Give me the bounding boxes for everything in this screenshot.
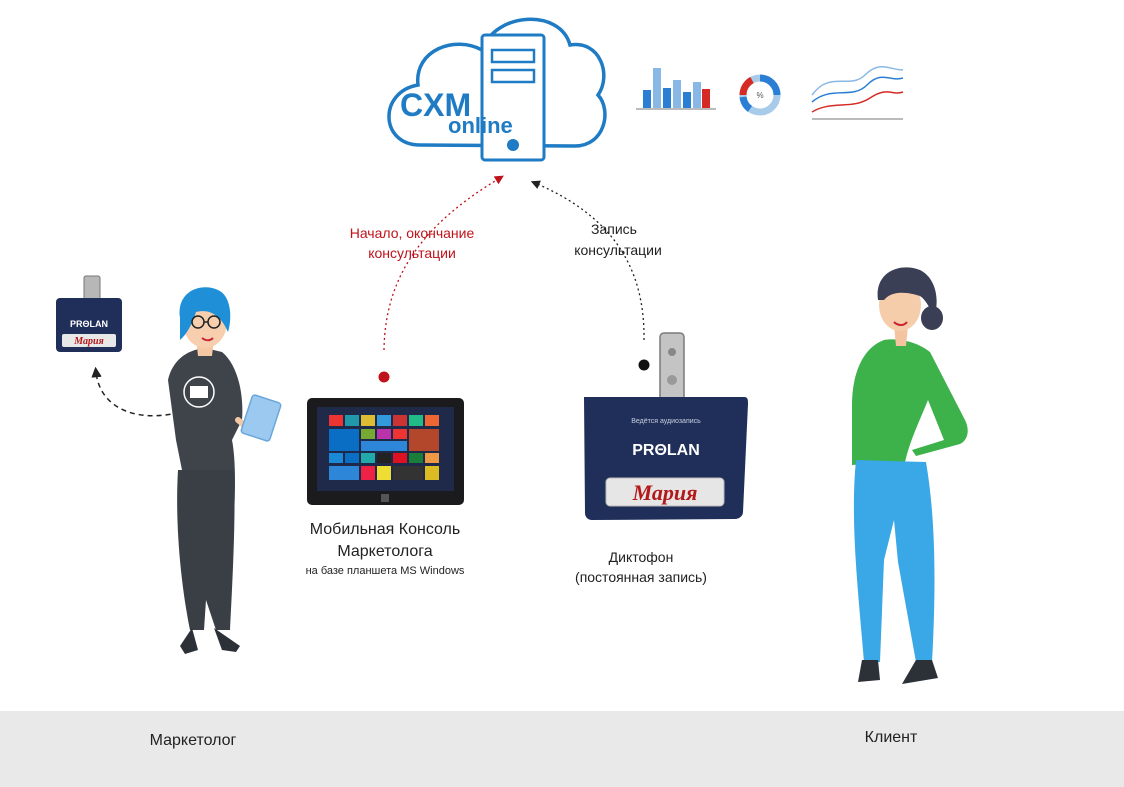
cloud-brand-main: CXM xyxy=(400,87,471,123)
recording-arrow xyxy=(530,180,650,371)
small-badge-name: Мария xyxy=(73,336,103,347)
start-end-arrow xyxy=(378,175,504,383)
donut-chart-icon: % xyxy=(739,74,781,116)
recorder-badge-name: Мария xyxy=(632,480,698,505)
recording-label-line1: Запись xyxy=(591,221,637,237)
small-badge-brand: PRΘLAN xyxy=(70,319,108,329)
server-icon xyxy=(480,33,546,162)
badge-arrow xyxy=(91,366,189,417)
windows-tablet xyxy=(307,398,464,505)
marketer-figure xyxy=(168,287,282,654)
cloud-brand-sub: online xyxy=(448,113,513,138)
svg-text:%: % xyxy=(756,91,763,100)
tablet-title-line2: Маркетолога xyxy=(337,543,432,560)
bar-chart-icon xyxy=(636,68,716,110)
marketer-label: Маркетолог xyxy=(150,732,237,749)
floor-band xyxy=(0,711,1124,787)
recorder-badge-top-text: Ведётся аудиозапись xyxy=(631,418,701,425)
tablet-title-line1: Мобильная Консоль xyxy=(310,521,460,538)
client-label: Клиент xyxy=(865,729,918,746)
recorder-label-line1: Диктофон xyxy=(609,549,674,565)
recorder-label-line2: (постоянная запись) xyxy=(575,569,707,585)
start-end-label-line2: консультации xyxy=(368,245,456,261)
small-badge: PRΘLAN Мария xyxy=(56,275,122,352)
client-figure xyxy=(852,267,968,684)
recorder-badge-brand: PRΘLAN xyxy=(632,442,700,459)
tablet-subtitle: на базе планшета MS Windows xyxy=(306,565,465,577)
line-chart-icon xyxy=(811,66,904,120)
recorder-badge: Ведётся аудиозапись PRΘLAN Мария xyxy=(584,332,748,520)
start-end-label-line1: Начало, окончание xyxy=(350,225,475,241)
recording-label-line2: консультации xyxy=(574,242,662,258)
